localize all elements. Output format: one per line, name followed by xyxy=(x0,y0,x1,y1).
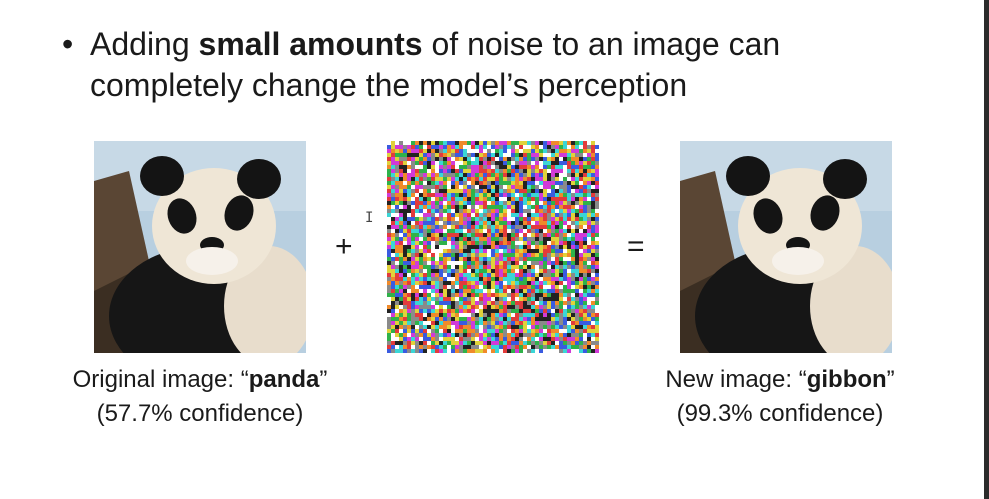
bullet-text: Adding small amounts of noise to an imag… xyxy=(90,24,930,106)
adversarial-label-class: gibbon xyxy=(806,366,887,393)
adversarial-label-prefix: New image: “ xyxy=(665,366,807,393)
original-panda-image xyxy=(94,141,306,353)
panda-photo-icon xyxy=(94,141,306,353)
plus-sign: + xyxy=(335,230,353,263)
original-confidence: (57.7% confidence) xyxy=(96,400,304,427)
noise-image xyxy=(387,141,599,353)
original-caption: Original image: “panda” (57.7% confidenc… xyxy=(50,363,350,431)
noise-pattern-icon xyxy=(387,141,599,353)
bullet-text-start: Adding xyxy=(90,26,199,62)
original-label-prefix: Original image: “ xyxy=(72,366,249,393)
bullet-dot: • xyxy=(62,26,74,62)
adversarial-label-suffix: ” xyxy=(886,366,895,393)
original-label-suffix: ” xyxy=(319,366,328,393)
bullet-text-emphasis: small amounts xyxy=(198,26,423,62)
equals-sign: = xyxy=(627,230,645,263)
adversarial-label: New image: “gibbon” xyxy=(630,363,930,397)
adversarial-caption: New image: “gibbon” (99.3% confidence) xyxy=(630,363,930,431)
original-label-class: panda xyxy=(248,366,320,393)
window-edge xyxy=(984,0,989,499)
text-cursor-icon: I xyxy=(365,210,374,226)
adversarial-panda-image xyxy=(680,141,892,353)
bullet-text-end: of noise to an image can completely chan… xyxy=(90,26,781,103)
adversarial-confidence: (99.3% confidence) xyxy=(676,400,884,427)
panda-photo-icon xyxy=(680,141,892,353)
original-label: Original image: “panda” xyxy=(50,363,350,397)
